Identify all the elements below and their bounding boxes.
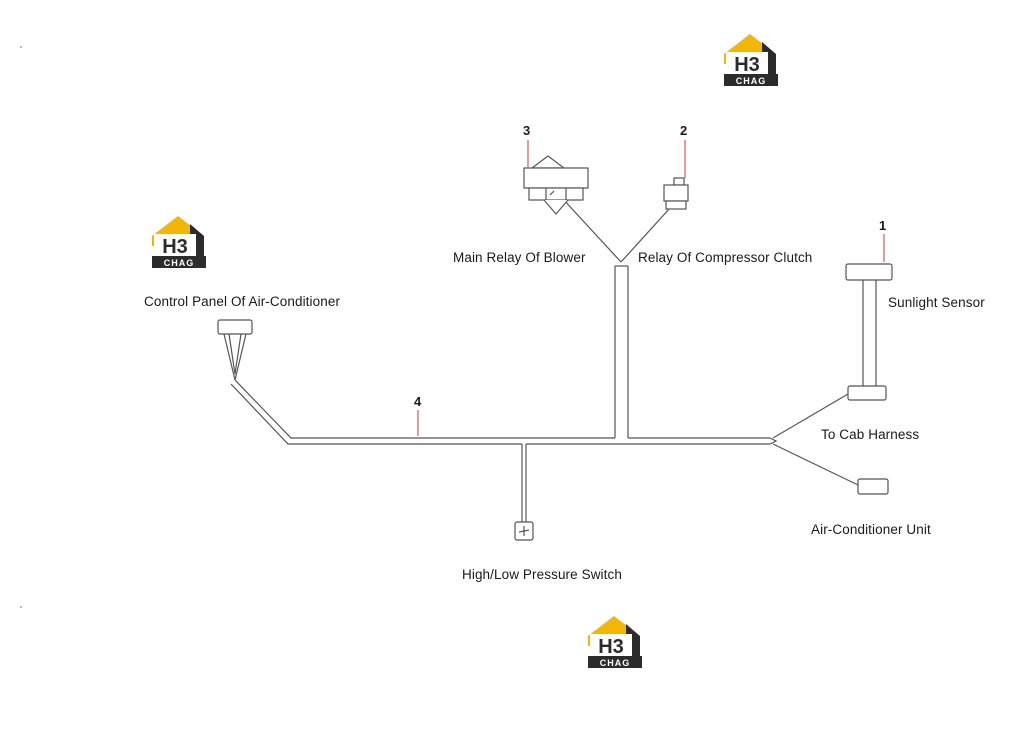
pressure-switch-branch (521, 444, 527, 522)
main-relay-label: Main Relay Of Blower (453, 250, 586, 265)
control-panel-label: Control Panel Of Air-Conditioner (144, 294, 341, 309)
compressor-relay-label: Relay Of Compressor Clutch (638, 250, 813, 265)
callout-leaders (417, 140, 885, 436)
cab-harness-connector (847, 385, 887, 401)
control-panel-connector (217, 319, 253, 381)
pressure-switch-label: High/Low Pressure Switch (462, 567, 622, 582)
compressor-relay-connector (663, 177, 689, 210)
main-harness-trunk (230, 379, 778, 445)
pressure-switch-connector (514, 521, 534, 541)
callout-4: 4 (414, 394, 422, 409)
h3-chag-logo-icon (152, 216, 206, 268)
h3-chag-logo-icon (588, 616, 642, 668)
relay-branch (561, 197, 671, 438)
right-branches (772, 280, 877, 486)
callout-2: 2 (680, 123, 688, 138)
callout-1: 1 (879, 218, 887, 233)
h3-chag-logo-icon (724, 34, 778, 86)
callout-3: 3 (523, 123, 531, 138)
sunlight-sensor-label: Sunlight Sensor (888, 295, 985, 310)
ac-unit-label: Air-Conditioner Unit (811, 522, 931, 537)
main-relay-connector (523, 155, 589, 215)
cab-harness-label: To Cab Harness (821, 427, 920, 442)
sunlight-sensor-connector (845, 263, 893, 281)
ac-unit-connector (857, 478, 889, 495)
